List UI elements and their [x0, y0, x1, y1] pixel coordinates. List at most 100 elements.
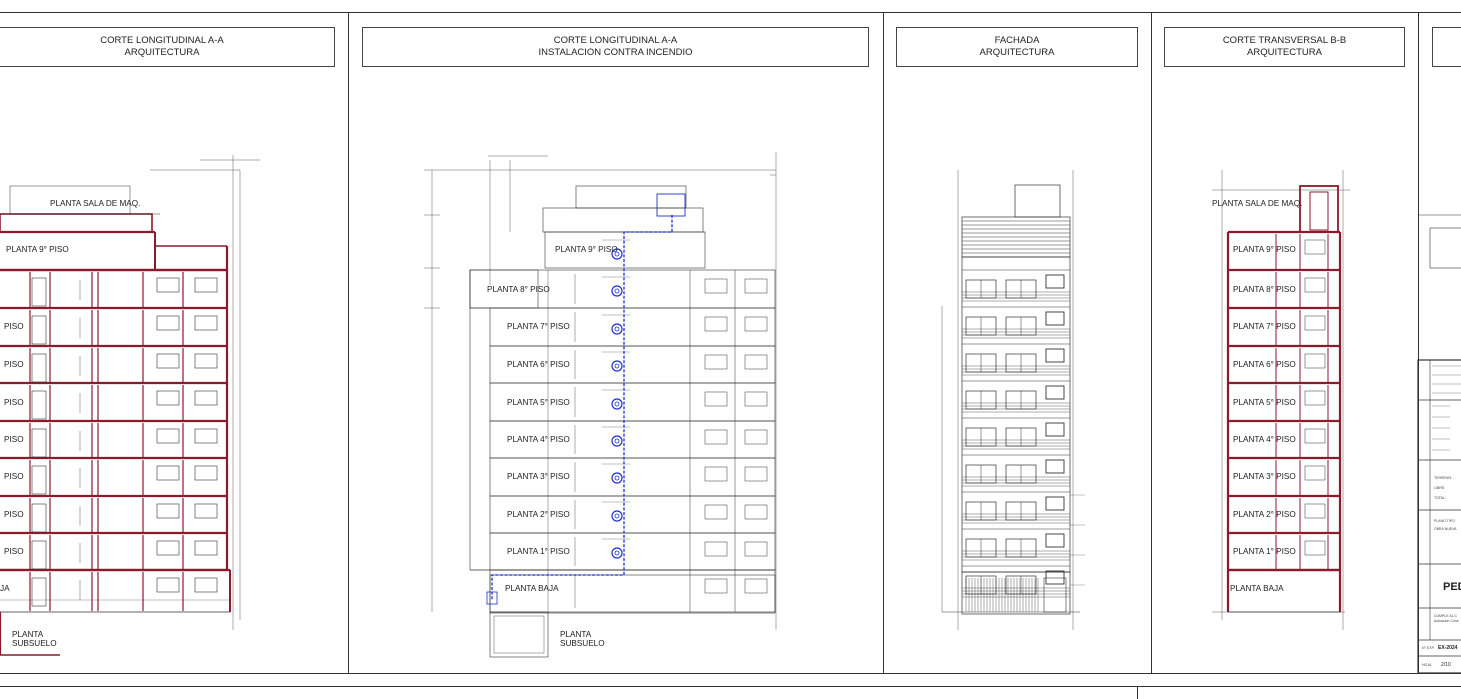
title-block-header-box	[1432, 27, 1461, 67]
panel-title-line1: CORTE TRANSVERSAL B-B	[1222, 35, 1347, 46]
door	[31, 315, 47, 345]
window	[156, 540, 180, 556]
fire-hose-reel	[614, 363, 620, 369]
label-floor1-p2: PLANTA 1° PISO	[507, 547, 570, 556]
machine-room-outline	[0, 213, 153, 233]
label-floor3-p4: PLANTA 3° PISO	[1233, 472, 1296, 481]
window	[156, 390, 180, 406]
tb-hoja: HOJA	[1422, 663, 1432, 667]
fire-tank	[656, 193, 686, 217]
fire-hose-reel	[614, 475, 620, 481]
tb-ped: PED	[1443, 581, 1461, 593]
small-window	[1045, 570, 1065, 585]
panel-title-line2: ARQUITECTURA	[979, 47, 1055, 58]
window	[194, 277, 218, 293]
label-ground-p2: PLANTA BAJA	[505, 584, 559, 593]
window	[156, 503, 180, 519]
door	[31, 390, 47, 420]
label-floor4-p4: PLANTA 4° PISO	[1233, 435, 1296, 444]
door	[31, 353, 47, 383]
label-piso-p1-4: PISO	[4, 435, 24, 444]
label-floor8-p4: PLANTA 8° PISO	[1233, 285, 1296, 294]
small-window	[1045, 311, 1065, 326]
fire-hose-cabinet	[611, 547, 623, 559]
window	[704, 391, 728, 407]
sheet-bottom-border	[0, 686, 1461, 687]
fire-hose-cabinet	[611, 360, 623, 372]
small-window	[1045, 459, 1065, 474]
section-aa-fire-drawing	[424, 152, 777, 658]
window	[1304, 540, 1326, 556]
roof-box	[575, 185, 687, 209]
window	[704, 316, 728, 332]
window	[704, 429, 728, 445]
window	[194, 353, 218, 369]
tb-box	[1429, 227, 1461, 269]
floor-labels: PLANTA SALA DE MAQ. PLANTA 9° PISO PISO …	[0, 199, 1302, 648]
fire-hose-cabinet	[611, 285, 623, 297]
window	[194, 503, 218, 519]
fire-hose-cabinet	[611, 472, 623, 484]
elevator-shaft	[1309, 191, 1329, 231]
label-piso-p1-5: PISO	[4, 398, 24, 407]
title-block-drawing	[1417, 214, 1461, 674]
panel-title-box: CORTE LONGITUDINAL A-A INSTALACION CONTR…	[362, 27, 869, 67]
label-floor8-p2: PLANTA 8° PISO	[487, 285, 550, 294]
window	[1304, 428, 1326, 444]
door	[31, 428, 47, 458]
window	[1304, 315, 1326, 331]
label-floor2-p4: PLANTA 2° PISO	[1233, 510, 1296, 519]
panel-facade: FACHADA ARQUITECTURA	[883, 12, 1151, 674]
window	[156, 353, 180, 369]
panel-title-line1: CORTE LONGITUDINAL A-A	[553, 35, 678, 46]
label-floor5-p2: PLANTA 5° PISO	[507, 398, 570, 407]
window	[744, 354, 768, 370]
tb-frame	[1417, 359, 1461, 674]
facade-drawing	[941, 170, 1085, 630]
tb-actuacion: Actuacion Cons	[1434, 619, 1459, 623]
ground-floor	[489, 574, 776, 614]
window	[194, 428, 218, 444]
window	[156, 465, 180, 481]
window	[156, 315, 180, 331]
window	[1304, 277, 1326, 293]
label-floor4-p2: PLANTA 4° PISO	[507, 435, 570, 444]
panel-title-box: CORTE TRANSVERSAL B-B ARQUITECTURA	[1164, 27, 1405, 67]
small-window	[1045, 274, 1065, 289]
fire-hose-cabinet	[611, 248, 623, 260]
label-machine-room-p1: PLANTA SALA DE MAQ.	[50, 199, 140, 208]
fire-hose-cabinet	[611, 323, 623, 335]
label-piso-p1-7: PISO	[4, 322, 24, 331]
fire-pump-box	[486, 591, 498, 605]
fire-hose-reel	[614, 401, 620, 407]
tb-obra-nueva: OBRA NUEVA	[1434, 527, 1457, 531]
label-floor5-p4: PLANTA 5° PISO	[1233, 398, 1296, 407]
tb-terreno: TERRENO:	[1434, 476, 1452, 480]
fire-standpipe	[491, 215, 673, 600]
window	[1304, 465, 1326, 481]
window	[744, 578, 768, 594]
panel-title-line2: ARQUITECTURA	[1247, 47, 1322, 58]
fire-hose-reel	[614, 326, 620, 332]
label-basement2-p2: SUBSUELO	[560, 639, 605, 648]
window	[704, 278, 728, 294]
tb-sheet: 2/10	[1441, 662, 1451, 668]
window	[704, 466, 728, 482]
label-piso-p1-2: PISO	[4, 510, 24, 519]
label-ja-p1: JA	[0, 584, 10, 593]
label-floor3-p2: PLANTA 3° PISO	[507, 472, 570, 481]
tb-cumple: CUMPLE AL C	[1434, 614, 1457, 618]
panel-title-box: CORTE LONGITUDINAL A-A ARQUITECTURA	[0, 27, 335, 67]
window	[744, 391, 768, 407]
fire-hose-reel	[614, 288, 620, 294]
window	[156, 577, 180, 593]
label-floor9-p1: PLANTA 9° PISO	[6, 245, 69, 254]
window	[156, 428, 180, 444]
panel-title-box: FACHADA ARQUITECTURA	[896, 27, 1138, 67]
fire-hose-cabinet	[611, 435, 623, 447]
window	[1304, 390, 1326, 406]
entrance-door	[1043, 577, 1067, 613]
window	[744, 316, 768, 332]
label-floor2-p2: PLANTA 2° PISO	[507, 510, 570, 519]
